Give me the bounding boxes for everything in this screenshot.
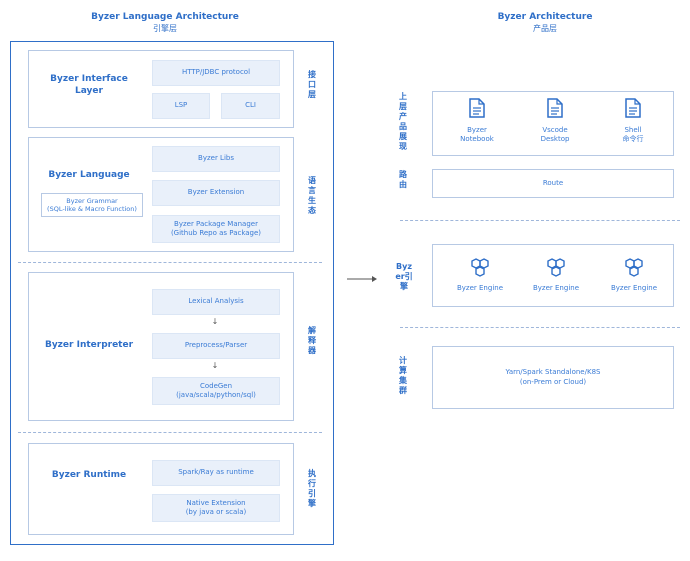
engine-cluster-icon xyxy=(452,258,508,278)
divider xyxy=(400,327,680,328)
cli: CLI xyxy=(221,93,280,119)
engine-label: Byzer Engine xyxy=(610,284,658,292)
engine-side-label: Byzer引擎 xyxy=(395,262,413,291)
preprocess-parser: Preprocess/Parser xyxy=(152,333,280,359)
divider xyxy=(18,262,322,263)
engine-layer-frame xyxy=(10,41,334,545)
lsp: LSP xyxy=(152,93,210,119)
interface-layer-name: Byzer Interface Layer xyxy=(50,74,128,96)
arrow-down-icon: ↓ xyxy=(211,317,219,326)
engine-item-1: Byzer Engine xyxy=(452,258,508,293)
shell-item: Shell 命令行 xyxy=(608,98,658,144)
engine-cluster-icon xyxy=(528,258,584,278)
language-name: Byzer Language xyxy=(48,170,130,180)
byzer-package-manager: Byzer Package Manager (Github Repo as Pa… xyxy=(152,215,280,243)
native-extension: Native Extension (by java or scala) xyxy=(152,494,280,522)
arrow-right-icon xyxy=(347,276,377,282)
lexical-analysis: Lexical Analysis xyxy=(152,289,280,315)
document-icon xyxy=(608,98,658,118)
vscode-item: Vscode Desktop xyxy=(530,98,580,144)
compute-box: Yarn/Spark Standalone/K8S (on-Prem or Cl… xyxy=(432,346,674,409)
byzer-libs: Byzer Libs xyxy=(152,146,280,172)
left-subtitle: 引擎层 xyxy=(153,24,177,33)
notebook-label: Byzer Notebook xyxy=(460,126,494,143)
right-title: Byzer Architecture xyxy=(497,12,593,22)
vscode-label: Vscode Desktop xyxy=(540,126,570,143)
compute-side-label: 计算集群 xyxy=(399,356,407,395)
interpreter-name: Byzer Interpreter xyxy=(44,340,134,350)
left-title: Byzer Language Architecture xyxy=(91,12,239,22)
document-icon xyxy=(530,98,580,118)
engine-cluster-icon xyxy=(606,258,662,278)
http-jdbc-protocol: HTTP/JDBC protocol xyxy=(152,60,280,86)
language-side-label: 语言生态 xyxy=(308,176,316,215)
notebook-item: Byzer Notebook xyxy=(452,98,502,144)
engine-label: Byzer Engine xyxy=(456,284,504,292)
byzer-grammar: Byzer Grammar (SQL-like & Macro Function… xyxy=(41,193,143,217)
route-box: Route xyxy=(432,169,674,198)
arrow-down-icon: ↓ xyxy=(211,361,219,370)
engine-item-2: Byzer Engine xyxy=(528,258,584,293)
product-box xyxy=(432,91,674,156)
interpreter-side-label: 解释器 xyxy=(308,326,316,355)
document-icon xyxy=(452,98,502,118)
product-side-label: 上层产品展现 xyxy=(399,92,407,151)
byzer-extension: Byzer Extension xyxy=(152,180,280,206)
codegen: CodeGen (java/scala/python/sql) xyxy=(152,377,280,405)
divider xyxy=(400,220,680,221)
right-subtitle: 产品层 xyxy=(533,24,557,33)
interface-side-label: 接口层 xyxy=(308,70,316,99)
spark-ray-runtime: Spark/Ray as runtime xyxy=(152,460,280,486)
runtime-name: Byzer Runtime xyxy=(51,470,127,480)
engine-item-3: Byzer Engine xyxy=(606,258,662,293)
route-side-label: 路由 xyxy=(399,170,407,189)
engine-label: Byzer Engine xyxy=(532,284,580,292)
shell-label: Shell 命令行 xyxy=(622,126,644,143)
divider xyxy=(18,432,322,433)
runtime-side-label: 执行引擎 xyxy=(308,469,316,508)
